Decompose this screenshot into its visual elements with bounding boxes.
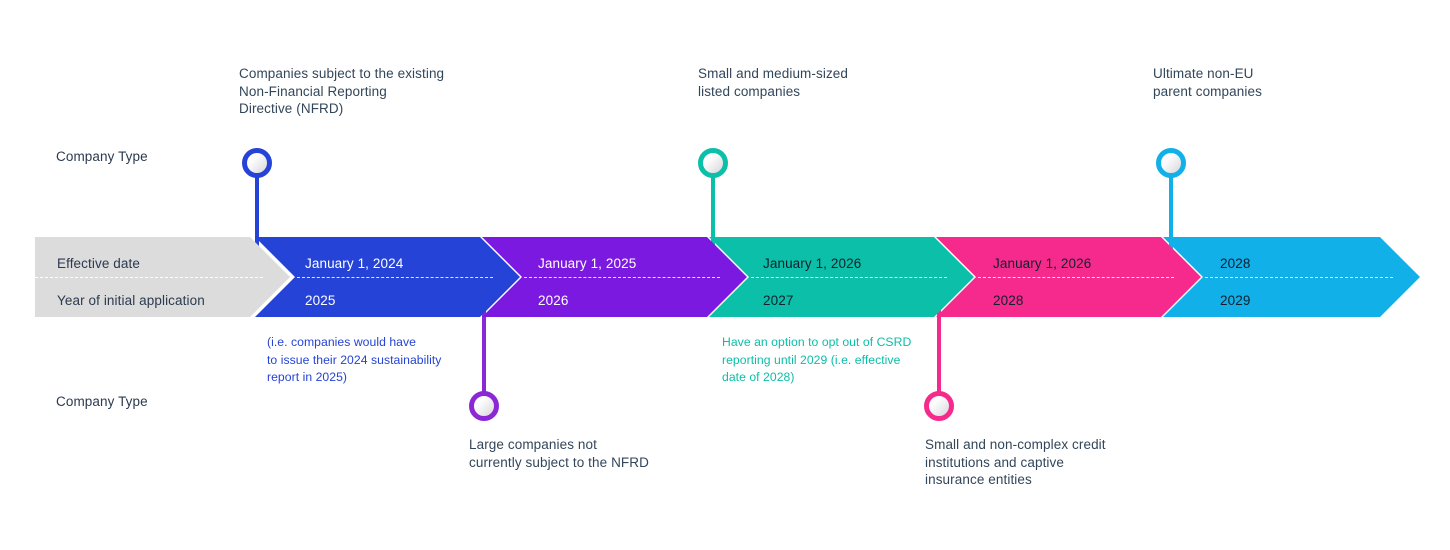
segment-initial-application: 2028 — [993, 293, 1024, 308]
timeline-segment-nfrd: January 1, 2024 2025 — [255, 237, 520, 317]
segment-initial-application: 2025 — [305, 293, 336, 308]
timeline-segment-large-companies: January 1, 2025 2026 — [482, 237, 747, 317]
note-sme-listed: Have an option to opt out of CSRD report… — [722, 335, 912, 384]
callout-sme-listed: Small and medium-sized listed companies — [698, 66, 849, 99]
connector-stem-nfrd — [255, 170, 259, 250]
segment-divider — [978, 277, 1174, 278]
side-label-company-type-bottom: Company Type — [56, 394, 148, 409]
segment-divider — [524, 277, 720, 278]
segment-initial-application: 2029 — [1220, 293, 1251, 308]
callout-non-eu-parent: Ultimate non-EU parent companies — [1153, 66, 1262, 99]
connector-stem-large-companies — [482, 305, 486, 405]
timeline-segment-label-column: Effective date Year of initial applicati… — [35, 237, 290, 317]
segment-divider — [297, 277, 493, 278]
segment-effective-date: January 1, 2026 — [993, 256, 1092, 271]
timeline-band: Effective date Year of initial applicati… — [0, 237, 1450, 317]
segment-effective-date: January 1, 2026 — [763, 256, 862, 271]
segment-divider — [35, 277, 263, 278]
timeline-segment-sme-listed: January 1, 2026 2027 — [709, 237, 974, 317]
segment-divider — [751, 277, 947, 278]
segment-effective-date: 2028 — [1220, 256, 1251, 271]
row-label-effective-date: Effective date — [57, 256, 140, 271]
row-label-initial-application: Year of initial application — [57, 293, 205, 308]
side-label-company-type-top: Company Type — [56, 149, 148, 164]
timeline-marker-non-eu-parent[interactable] — [1156, 148, 1186, 178]
segment-initial-application: 2026 — [538, 293, 569, 308]
note-nfrd: (i.e. companies would have to issue thei… — [267, 335, 442, 384]
timeline-marker-large-companies[interactable] — [469, 391, 499, 421]
timeline-segment-small-credit: January 1, 2026 2028 — [936, 237, 1201, 317]
callout-large-companies: Large companies not currently subject to… — [469, 437, 649, 470]
connector-stem-small-credit — [937, 305, 941, 405]
segment-effective-date: January 1, 2025 — [538, 256, 637, 271]
timeline-marker-small-credit[interactable] — [924, 391, 954, 421]
timeline-marker-sme-listed[interactable] — [698, 148, 728, 178]
timeline-segment-non-eu-parent: 2028 2029 — [1163, 237, 1420, 317]
connector-stem-sme-listed — [711, 176, 715, 251]
connector-stem-non-eu-parent — [1169, 176, 1173, 251]
segment-effective-date: January 1, 2024 — [305, 256, 404, 271]
callout-small-credit: Small and non-complex credit institution… — [925, 437, 1106, 487]
callout-nfrd: Companies subject to the existing Non-Fi… — [239, 66, 445, 116]
segment-initial-application: 2027 — [763, 293, 794, 308]
timeline-marker-nfrd[interactable] — [242, 148, 272, 178]
segment-divider — [1205, 277, 1393, 278]
